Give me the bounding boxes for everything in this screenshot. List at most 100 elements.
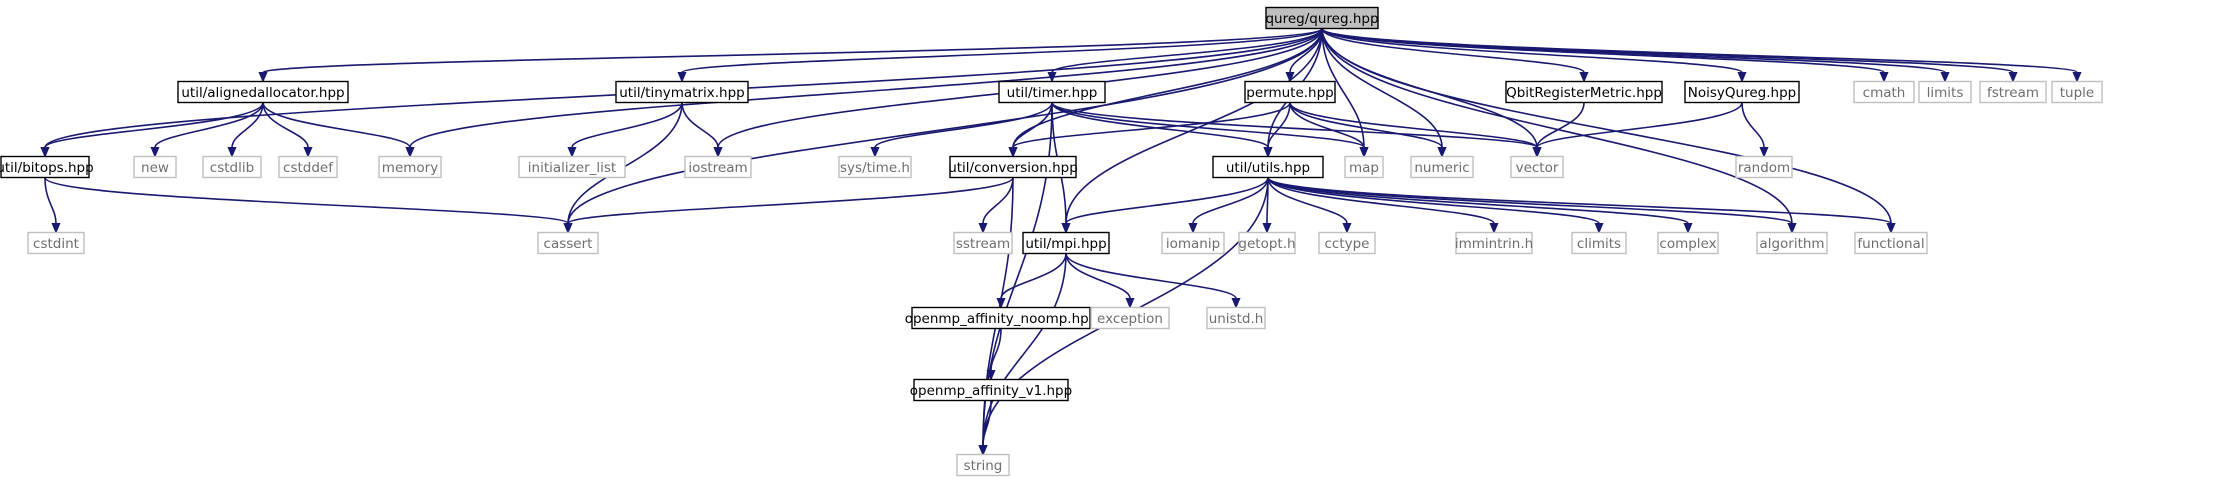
edge-tinymatrix-to-initializer_list: [567, 102, 683, 158]
node-qureg[interactable]: qureg/qureg.hpp: [1265, 6, 1379, 30]
node-label: immintrin.h: [1455, 236, 1533, 252]
node-box: [956, 453, 1010, 477]
node-box: [838, 155, 912, 179]
node-label: exception: [1097, 311, 1163, 327]
node-label: cstdint: [33, 236, 79, 252]
node-vector: vector: [1510, 155, 1564, 179]
node-conversion[interactable]: util/conversion.hpp: [948, 155, 1078, 179]
node-label: permute.hpp: [1246, 85, 1333, 101]
node-label: tuple: [2060, 85, 2094, 101]
node-cstdlib: cstdlib: [202, 155, 262, 179]
node-label: sys/time.h: [840, 160, 910, 176]
edge-timer-to-string: [978, 102, 1053, 456]
node-timer[interactable]: util/timer.hpp: [998, 80, 1106, 104]
edge-qureg-to-alignedallocator: [258, 27, 1323, 83]
node-box: [1979, 80, 2047, 104]
node-label: cassert: [544, 236, 593, 252]
node-box: [1571, 231, 1627, 255]
node-box: [1684, 80, 1800, 104]
node-box: [913, 378, 1069, 402]
node-box: [1918, 80, 1972, 104]
node-label: util/conversion.hpp: [948, 160, 1078, 176]
edge-utils-to-immintrin: [1267, 177, 1499, 234]
edge-permute-to-numeric: [1289, 102, 1447, 158]
node-label: sstream: [956, 236, 1010, 252]
node-box: [2051, 80, 2103, 104]
node-label: util/mpi.hpp: [1025, 236, 1106, 252]
node-label: util/alignedallocator.hpp: [181, 85, 344, 101]
node-box: [177, 80, 349, 104]
node-box: [1854, 231, 1928, 255]
node-label: NoisyQureg.hpp: [1688, 85, 1796, 101]
node-sstream: sstream: [953, 231, 1013, 255]
edge-permute-to-utils: [1263, 102, 1291, 158]
node-label: util/tinymatrix.hpp: [619, 85, 744, 101]
node-box: [1206, 306, 1266, 330]
node-box: [615, 80, 749, 104]
node-layer: qureg/qureg.hpp util/alignedallocator.hpp…: [0, 6, 2103, 477]
node-box: [1238, 231, 1296, 255]
edge-utils-to-algorithm: [1267, 176, 1797, 234]
node-label: map: [1349, 160, 1379, 176]
node-permute[interactable]: permute.hpp: [1244, 80, 1336, 104]
node-random: random: [1735, 155, 1793, 179]
node-box: [1090, 306, 1170, 330]
node-utils[interactable]: util/utils.hpp: [1212, 155, 1324, 179]
node-label: cstdlib: [210, 160, 254, 176]
edge-bitops-to-cstdint: [44, 177, 61, 234]
edge-noomp-to-v1: [986, 328, 1002, 381]
edge-conversion-to-sstream: [978, 177, 1014, 234]
edge-tinymatrix-to-iostream: [681, 102, 723, 158]
node-climits: climits: [1571, 231, 1627, 255]
node-label: openmp_affinity_v1.hpp: [910, 383, 1072, 399]
node-limits: limits: [1918, 80, 1972, 104]
node-mpi[interactable]: util/mpi.hpp: [1022, 231, 1110, 255]
node-cstddef: cstddef: [278, 155, 338, 179]
node-v1[interactable]: openmp_affinity_v1.hpp: [910, 378, 1072, 402]
node-label: fstream: [1987, 85, 2039, 101]
node-box: [1505, 80, 1663, 104]
node-box: [1344, 155, 1384, 179]
node-label: initializer_list: [528, 160, 616, 176]
node-box: [537, 231, 599, 255]
node-label: iostream: [688, 160, 747, 176]
node-qbitregmetric[interactable]: QbitRegisterMetric.hpp: [1505, 80, 1663, 104]
edge-alignedallocator-to-memory: [262, 102, 415, 158]
node-tinymatrix[interactable]: util/tinymatrix.hpp: [615, 80, 749, 104]
node-box: [949, 155, 1077, 179]
edge-bitops-to-cassert: [44, 176, 573, 234]
edge-utils-to-complex: [1267, 176, 1693, 234]
edge-qureg-to-tinymatrix: [677, 27, 1323, 83]
node-box: [1212, 155, 1324, 179]
node-bitops[interactable]: util/bitops.hpp: [0, 155, 94, 179]
node-noisyqureg[interactable]: NoisyQureg.hpp: [1684, 80, 1800, 104]
node-label: cstddef: [283, 160, 334, 176]
node-unistd: unistd.h: [1206, 306, 1266, 330]
node-box: [1756, 231, 1828, 255]
node-numeric: numeric: [1410, 155, 1474, 179]
edge-utils-to-functional: [1267, 176, 1896, 234]
node-label: iomanip: [1166, 236, 1220, 252]
node-getopt: getopt.h: [1238, 231, 1296, 255]
node-label: limits: [1927, 85, 1964, 101]
edge-qureg-to-cmath: [1321, 27, 1889, 83]
node-box: [0, 155, 90, 179]
node-systime: sys/time.h: [838, 155, 912, 179]
node-box: [378, 155, 442, 179]
node-box: [1022, 231, 1110, 255]
node-box: [202, 155, 262, 179]
node-cmath: cmath: [1853, 80, 1915, 104]
node-label: util/bitops.hpp: [0, 160, 94, 176]
node-box: [1318, 231, 1376, 255]
node-label: memory: [382, 160, 438, 176]
node-alignedallocator[interactable]: util/alignedallocator.hpp: [177, 80, 349, 104]
node-iomanip: iomanip: [1161, 231, 1225, 255]
edge-utils-to-climits: [1267, 177, 1604, 234]
edge-alignedallocator-to-cstddef: [262, 102, 313, 158]
edge-qureg-to-qbitregmetric: [1321, 28, 1589, 83]
node-noomp[interactable]: openmp_affinity_noomp.hpp: [905, 306, 1098, 330]
node-box: [133, 155, 177, 179]
node-label: cctype: [1324, 236, 1369, 252]
node-complex: complex: [1657, 231, 1719, 255]
node-box: [27, 231, 85, 255]
